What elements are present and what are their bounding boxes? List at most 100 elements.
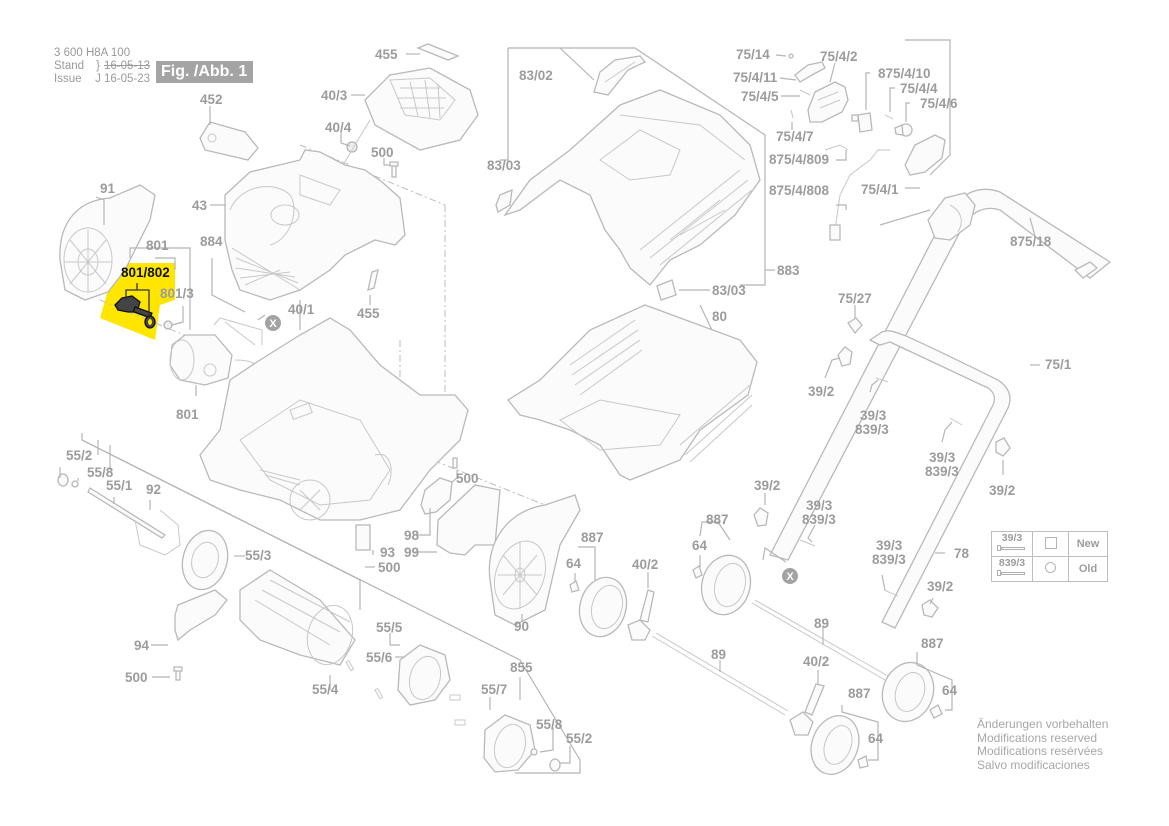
label-500-mid: 500	[456, 471, 479, 486]
label-801-bottom: 801	[176, 407, 199, 422]
legend-part-number: 839/3	[998, 557, 1026, 569]
stand-row: Stand } 16-05-13	[54, 60, 150, 73]
label-884: 884	[200, 234, 223, 249]
label-875-4-809: 875/4/809	[769, 152, 829, 167]
part-43-cover	[224, 149, 406, 301]
part-455-top	[416, 43, 460, 61]
label-89-b: 89	[711, 647, 726, 662]
label-801-3: 801/3	[160, 286, 194, 301]
label-455-mid: 455	[357, 306, 380, 321]
label-40-4: 40/4	[325, 120, 352, 135]
label-83-02: 83/02	[519, 68, 553, 83]
label-93: 93	[380, 545, 396, 560]
new-old-legend-table: 39/3 New 839/3 Old	[991, 531, 1108, 582]
part-452-plate	[199, 121, 259, 161]
legend-part-cell: 39/3	[991, 531, 1033, 557]
label-98: 98	[404, 528, 420, 543]
label-801-top: 801	[146, 238, 169, 253]
label-887-a: 887	[581, 530, 604, 545]
part-75-1-handle	[769, 188, 1112, 629]
label-39-3-a: 39/3	[860, 408, 887, 423]
part-40-4-spring	[339, 119, 371, 171]
label-75-4-7: 75/4/7	[776, 129, 814, 144]
label-55-1: 55/1	[106, 478, 133, 493]
disclaimer-line-es: Salvo modificaciones	[977, 757, 1090, 772]
switch-box-parts	[788, 53, 946, 241]
label-92: 92	[146, 482, 161, 497]
x-marker-upper: X	[265, 315, 281, 331]
part-40-3-flap	[364, 67, 479, 151]
part-801-802-highlighted	[114, 295, 156, 329]
issue-label: Issue	[54, 73, 82, 85]
disclaimer-line-en: Modifications reserved	[977, 730, 1098, 745]
wheel-rear-right	[881, 661, 943, 723]
label-83-03-left: 83/03	[487, 158, 521, 173]
pin-icon	[997, 570, 1027, 576]
label-39-3-d: 39/3	[876, 538, 903, 553]
legend-status: New	[1068, 531, 1108, 557]
leader-lines	[59, 39, 1040, 774]
label-89-a: 89	[814, 616, 829, 631]
label-887-d: 887	[848, 686, 871, 701]
label-55-4: 55/4	[312, 682, 339, 697]
label-455-top: 455	[375, 47, 398, 62]
part-883-cover	[503, 89, 761, 286]
label-55-8-right: 55/8	[536, 717, 563, 732]
axle-89-a	[651, 632, 789, 716]
legend-row-old: 839/3 Old	[991, 556, 1108, 582]
label-40-3: 40/3	[321, 88, 348, 103]
wheel-rear-left	[810, 715, 869, 775]
label-39-3-b: 39/3	[929, 450, 956, 465]
label-55-7: 55/7	[481, 682, 507, 697]
side-parts	[355, 457, 581, 626]
label-55-3: 55/3	[245, 548, 272, 563]
wheel-front-right	[692, 554, 752, 616]
modifications-disclaimer: Änderungen vorbehalten Modifications res…	[977, 717, 1108, 772]
label-75-4-6: 75/4/6	[920, 96, 958, 111]
label-875-4-10: 875/4/10	[878, 66, 931, 81]
label-883: 883	[777, 263, 800, 278]
label-55-5: 55/5	[376, 620, 403, 635]
stand-date-superseded: 16-05-13	[104, 60, 151, 72]
label-94: 94	[134, 638, 150, 653]
brace-bottom: J	[95, 73, 101, 85]
label-875-18: 875/18	[1010, 234, 1052, 249]
label-500-left: 500	[125, 670, 148, 685]
label-500-top: 500	[371, 145, 394, 160]
label-64-b: 64	[692, 538, 708, 553]
label-875-4-808: 875/4/808	[769, 183, 830, 198]
label-40-2-a: 40/2	[632, 557, 658, 572]
circle-icon	[1045, 562, 1056, 573]
label-75-4-5: 75/4/5	[741, 89, 779, 104]
part-40-1-deck	[199, 317, 469, 521]
part-455-mid	[367, 269, 379, 291]
part-83-03-left	[495, 188, 513, 213]
label-75-4-4: 75/4/4	[900, 81, 938, 96]
legend-part-cell: 839/3	[991, 556, 1033, 582]
label-90: 90	[514, 619, 529, 634]
part-number: 3 600 H8A 100	[54, 47, 131, 59]
label-75-4-11: 75/4/11	[733, 70, 778, 85]
label-55-2-left: 55/2	[66, 448, 92, 463]
figure-badge: Fig. /Abb. 1	[156, 61, 254, 83]
label-839-3-d: 839/3	[872, 552, 906, 567]
part-500-screw-top	[389, 161, 399, 178]
label-55-6: 55/6	[366, 650, 393, 665]
label-887-b: 887	[706, 512, 729, 527]
part-801-motor	[169, 334, 233, 386]
label-75-4-1: 75/4/1	[861, 182, 899, 197]
part-801-3	[163, 320, 173, 330]
label-78: 78	[954, 546, 970, 561]
stand-label: Stand	[54, 60, 85, 72]
issue-date: 16-05-23	[104, 73, 151, 85]
label-39-2-a: 39/2	[808, 384, 834, 399]
label-99: 99	[404, 545, 419, 560]
label-80: 80	[712, 309, 727, 324]
label-83-03-bottom: 83/03	[712, 283, 746, 298]
svg-text:X: X	[269, 318, 277, 330]
highlight-leaders	[125, 283, 150, 315]
part-80-grass-box	[507, 304, 758, 481]
label-75-4-2: 75/4/2	[820, 49, 858, 64]
label-64-a: 64	[566, 556, 582, 571]
label-887-c: 887	[921, 636, 944, 651]
